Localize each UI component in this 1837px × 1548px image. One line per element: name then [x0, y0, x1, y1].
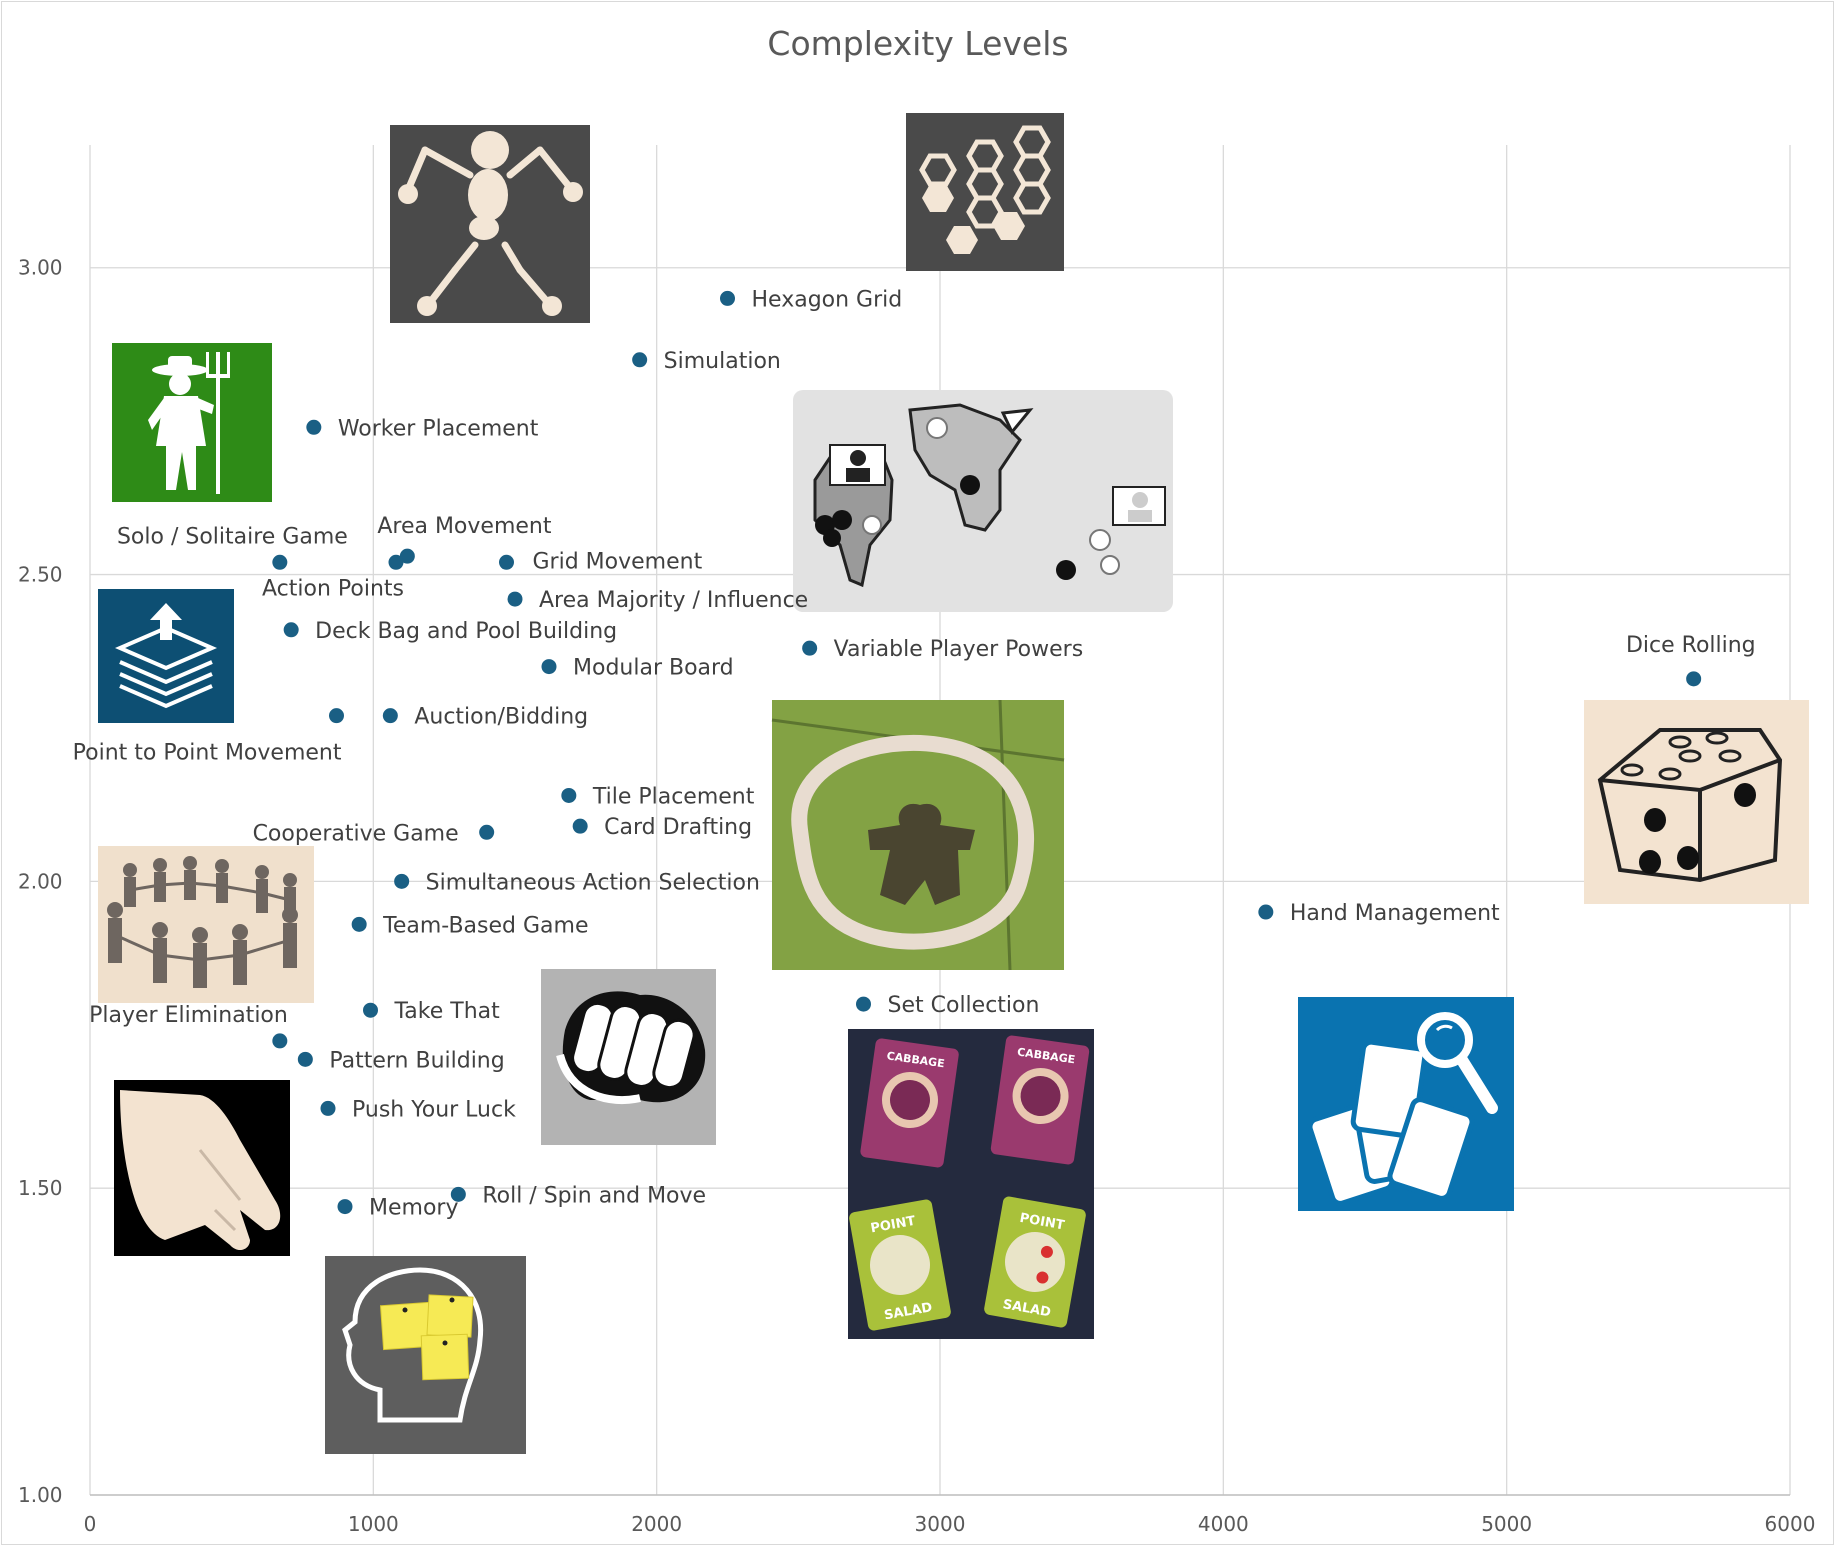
hand-management-icon [1298, 997, 1514, 1211]
dice-icon [1584, 700, 1809, 904]
data-label: Deck Bag and Pool Building [315, 619, 617, 644]
data-point[interactable] [507, 591, 523, 607]
data-point[interactable] [1258, 904, 1274, 920]
data-point[interactable] [272, 554, 288, 570]
data-label: Push Your Luck [352, 1097, 516, 1122]
data-point[interactable] [329, 708, 344, 724]
meeple-tile-photo [771, 699, 1065, 971]
y-tick-label: 2.00 [18, 869, 63, 893]
x-tick-label: 5000 [1481, 1512, 1532, 1536]
data-point[interactable] [1686, 671, 1702, 687]
data-point[interactable] [283, 622, 299, 638]
data-point[interactable] [399, 548, 415, 564]
pointing-hand-icon [114, 1080, 290, 1256]
data-point[interactable] [388, 554, 404, 570]
chart-title: Complexity Levels [767, 24, 1068, 63]
data-point[interactable] [802, 640, 818, 656]
memory-head-icon [325, 1256, 526, 1454]
x-tick-label: 0 [84, 1512, 97, 1536]
farmer-worker-icon [112, 343, 272, 502]
data-label: Area Movement [377, 514, 552, 539]
y-tick-label: 3.00 [18, 256, 63, 280]
data-label: Dice Rolling [1626, 633, 1756, 658]
data-point[interactable] [561, 787, 577, 803]
data-label: Auction/Bidding [414, 705, 588, 730]
data-point[interactable] [363, 1002, 378, 1018]
data-label: Variable Player Powers [834, 637, 1084, 662]
data-label: Card Drafting [604, 815, 752, 840]
y-tick-label: 2.50 [18, 563, 63, 587]
data-label: Area Majority / Influence [539, 588, 808, 613]
data-point[interactable] [450, 1186, 466, 1202]
data-label: Cooperative Game [253, 821, 459, 846]
cabbage-cards-photo: CABBAGE CABBAGE POINT SALAD POINT SALAD [848, 1029, 1094, 1339]
data-label: Roll / Spin and Move [482, 1183, 706, 1208]
data-point[interactable] [337, 1199, 353, 1215]
tick-labels: 0 1000 2000 3000 4000 5000 6000 1.00 1.50 2.00 2.5… [18, 256, 1815, 1536]
fist-icon [541, 969, 716, 1145]
stick-figure-icon [390, 125, 590, 323]
data-point[interactable] [306, 419, 322, 435]
data-point[interactable] [479, 824, 495, 840]
data-label: Solo / Solitaire Game [117, 524, 348, 549]
data-label: Hexagon Grid [752, 287, 903, 312]
data-label: Tile Placement [592, 784, 755, 809]
y-tick-label: 1.50 [18, 1176, 63, 1200]
data-point[interactable] [856, 996, 871, 1012]
data-point[interactable] [272, 1033, 288, 1049]
data-label: Grid Movement [533, 549, 703, 574]
data-label: Hand Management [1290, 901, 1500, 926]
data-point[interactable] [499, 554, 514, 570]
data-point[interactable] [382, 708, 398, 724]
data-point[interactable] [720, 290, 735, 306]
x-tick-label: 2000 [631, 1512, 682, 1536]
data-label: Action Points [262, 576, 404, 601]
x-tick-label: 3000 [915, 1512, 966, 1536]
data-point[interactable] [320, 1100, 336, 1116]
y-tick-label: 1.00 [18, 1483, 63, 1507]
data-label: Set Collection [888, 993, 1040, 1018]
data-label: Player Elimination [89, 1003, 288, 1028]
data-label: Simulation [664, 349, 781, 374]
area-map-icon [793, 390, 1173, 612]
data-point[interactable] [297, 1051, 313, 1067]
data-label: Worker Placement [338, 416, 539, 441]
data-label: Take That [394, 999, 501, 1024]
data-point[interactable] [572, 818, 588, 834]
data-point[interactable] [394, 873, 410, 889]
hexagon-grid-icon [906, 113, 1064, 271]
data-label: Point to Point Movement [73, 741, 342, 766]
x-tick-label: 6000 [1765, 1512, 1816, 1536]
data-label: Simultaneous Action Selection [426, 870, 760, 895]
data-point[interactable] [632, 352, 648, 368]
x-tick-label: 4000 [1198, 1512, 1249, 1536]
data-label: Team-Based Game [382, 913, 588, 938]
children-circle-photo [98, 846, 314, 1003]
data-point[interactable] [351, 916, 367, 932]
data-point[interactable] [541, 659, 557, 675]
data-label: Modular Board [573, 656, 734, 681]
x-tick-label: 1000 [348, 1512, 399, 1536]
data-label: Pattern Building [329, 1048, 504, 1073]
deck-building-icon [98, 589, 234, 723]
data-label: Memory [369, 1196, 458, 1221]
